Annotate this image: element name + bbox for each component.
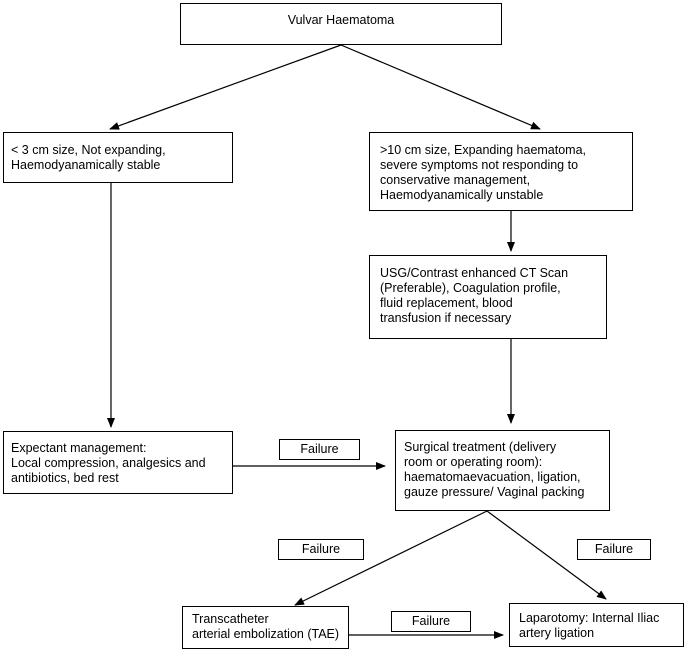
node-small-haematoma: < 3 cm size, Not expanding, Haemodyanami… <box>3 132 233 183</box>
node-text-line: antibiotics, bed rest <box>11 471 119 485</box>
node-vulvar-haematoma: Vulvar Haematoma <box>180 3 502 45</box>
node-transcatheter-embolization: Transcatheter arterial embolization (TAE… <box>182 606 349 649</box>
node-text-line: Transcatheter <box>192 612 269 626</box>
node-text-line: USG/Contrast enhanced CT Scan <box>380 266 569 280</box>
arrow-surgical-to-laparotomy <box>486 510 607 600</box>
node-text-line: room or operating room): <box>404 455 543 469</box>
node-text-line: Surgical treatment (delivery <box>404 440 557 454</box>
node-text-line: < 3 cm size, Not expanding, <box>11 143 166 157</box>
node-text-line: Haemodyanamically unstable <box>380 188 544 202</box>
node-text-line: gauze pressure/ Vaginal packing <box>404 485 585 499</box>
arrow-start-to-small <box>109 44 342 130</box>
node-text-line: conservative management, <box>380 173 531 187</box>
node-text-line: Haemodyanamically stable <box>11 158 161 172</box>
node-expectant-management: Expectant management: Local compression,… <box>3 431 233 494</box>
node-text-line: severe symptoms not responding to <box>380 158 579 172</box>
node-text-line: Expectant management: <box>11 441 147 455</box>
node-text-line: >10 cm size, Expanding haematoma, <box>380 143 587 157</box>
node-text-line: haematomaevacuation, ligation, <box>404 470 581 484</box>
edge-label-tae-failure: Failure <box>278 539 364 560</box>
node-text-line: transfusion if necessary <box>380 311 512 325</box>
node-large-haematoma: >10 cm size, Expanding haematoma, severe… <box>369 132 633 211</box>
edge-label-laparotomy-failure: Failure <box>577 539 651 560</box>
node-text-line: Laparotomy: Internal Iliac <box>519 611 660 625</box>
node-text-line: arterial embolization (TAE) <box>192 627 340 641</box>
edge-label-expectant-failure: Failure <box>279 439 360 460</box>
node-text-line: artery ligation <box>519 626 595 640</box>
node-text-line: (Preferable), Coagulation profile, <box>380 281 561 295</box>
node-text-line: fluid replacement, blood <box>380 296 513 310</box>
node-imaging-workup: USG/Contrast enhanced CT Scan (Preferabl… <box>369 255 607 339</box>
arrow-start-to-large <box>340 44 541 130</box>
edge-label-tae-to-laparotomy-failure: Failure <box>391 611 471 632</box>
node-text-line: Vulvar Haematoma <box>287 13 395 27</box>
arrow-surgical-to-tae <box>294 510 488 606</box>
node-laparotomy: Laparotomy: Internal Iliac artery ligati… <box>509 603 684 647</box>
node-text-line: Local compression, analgesics and <box>11 456 206 470</box>
node-surgical-treatment: Surgical treatment (delivery room or ope… <box>395 430 610 511</box>
